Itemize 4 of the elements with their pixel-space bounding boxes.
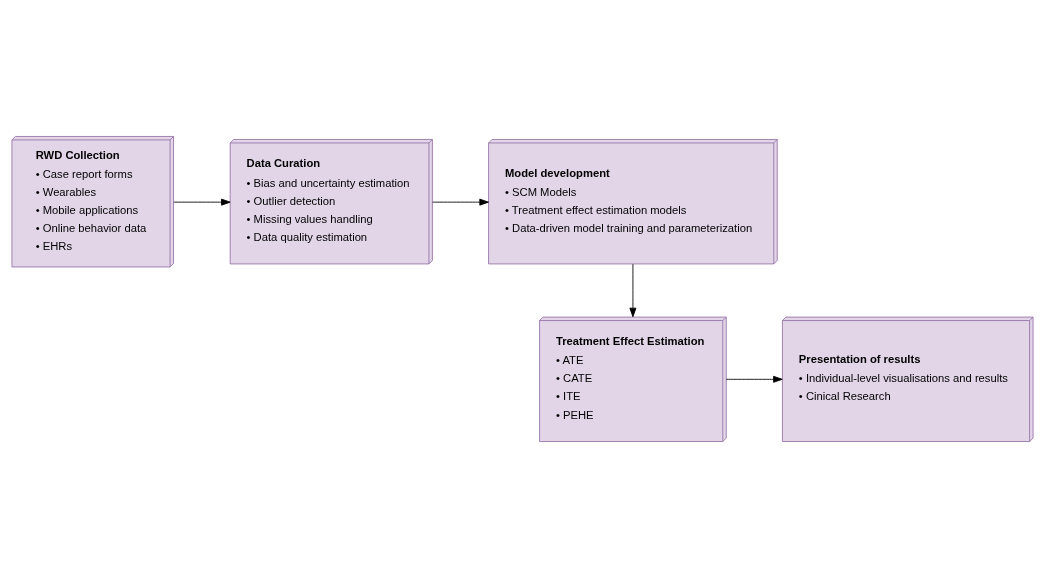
arrow <box>432 198 489 206</box>
arrow <box>725 375 783 383</box>
arrow <box>173 198 231 206</box>
arrow <box>629 263 637 317</box>
